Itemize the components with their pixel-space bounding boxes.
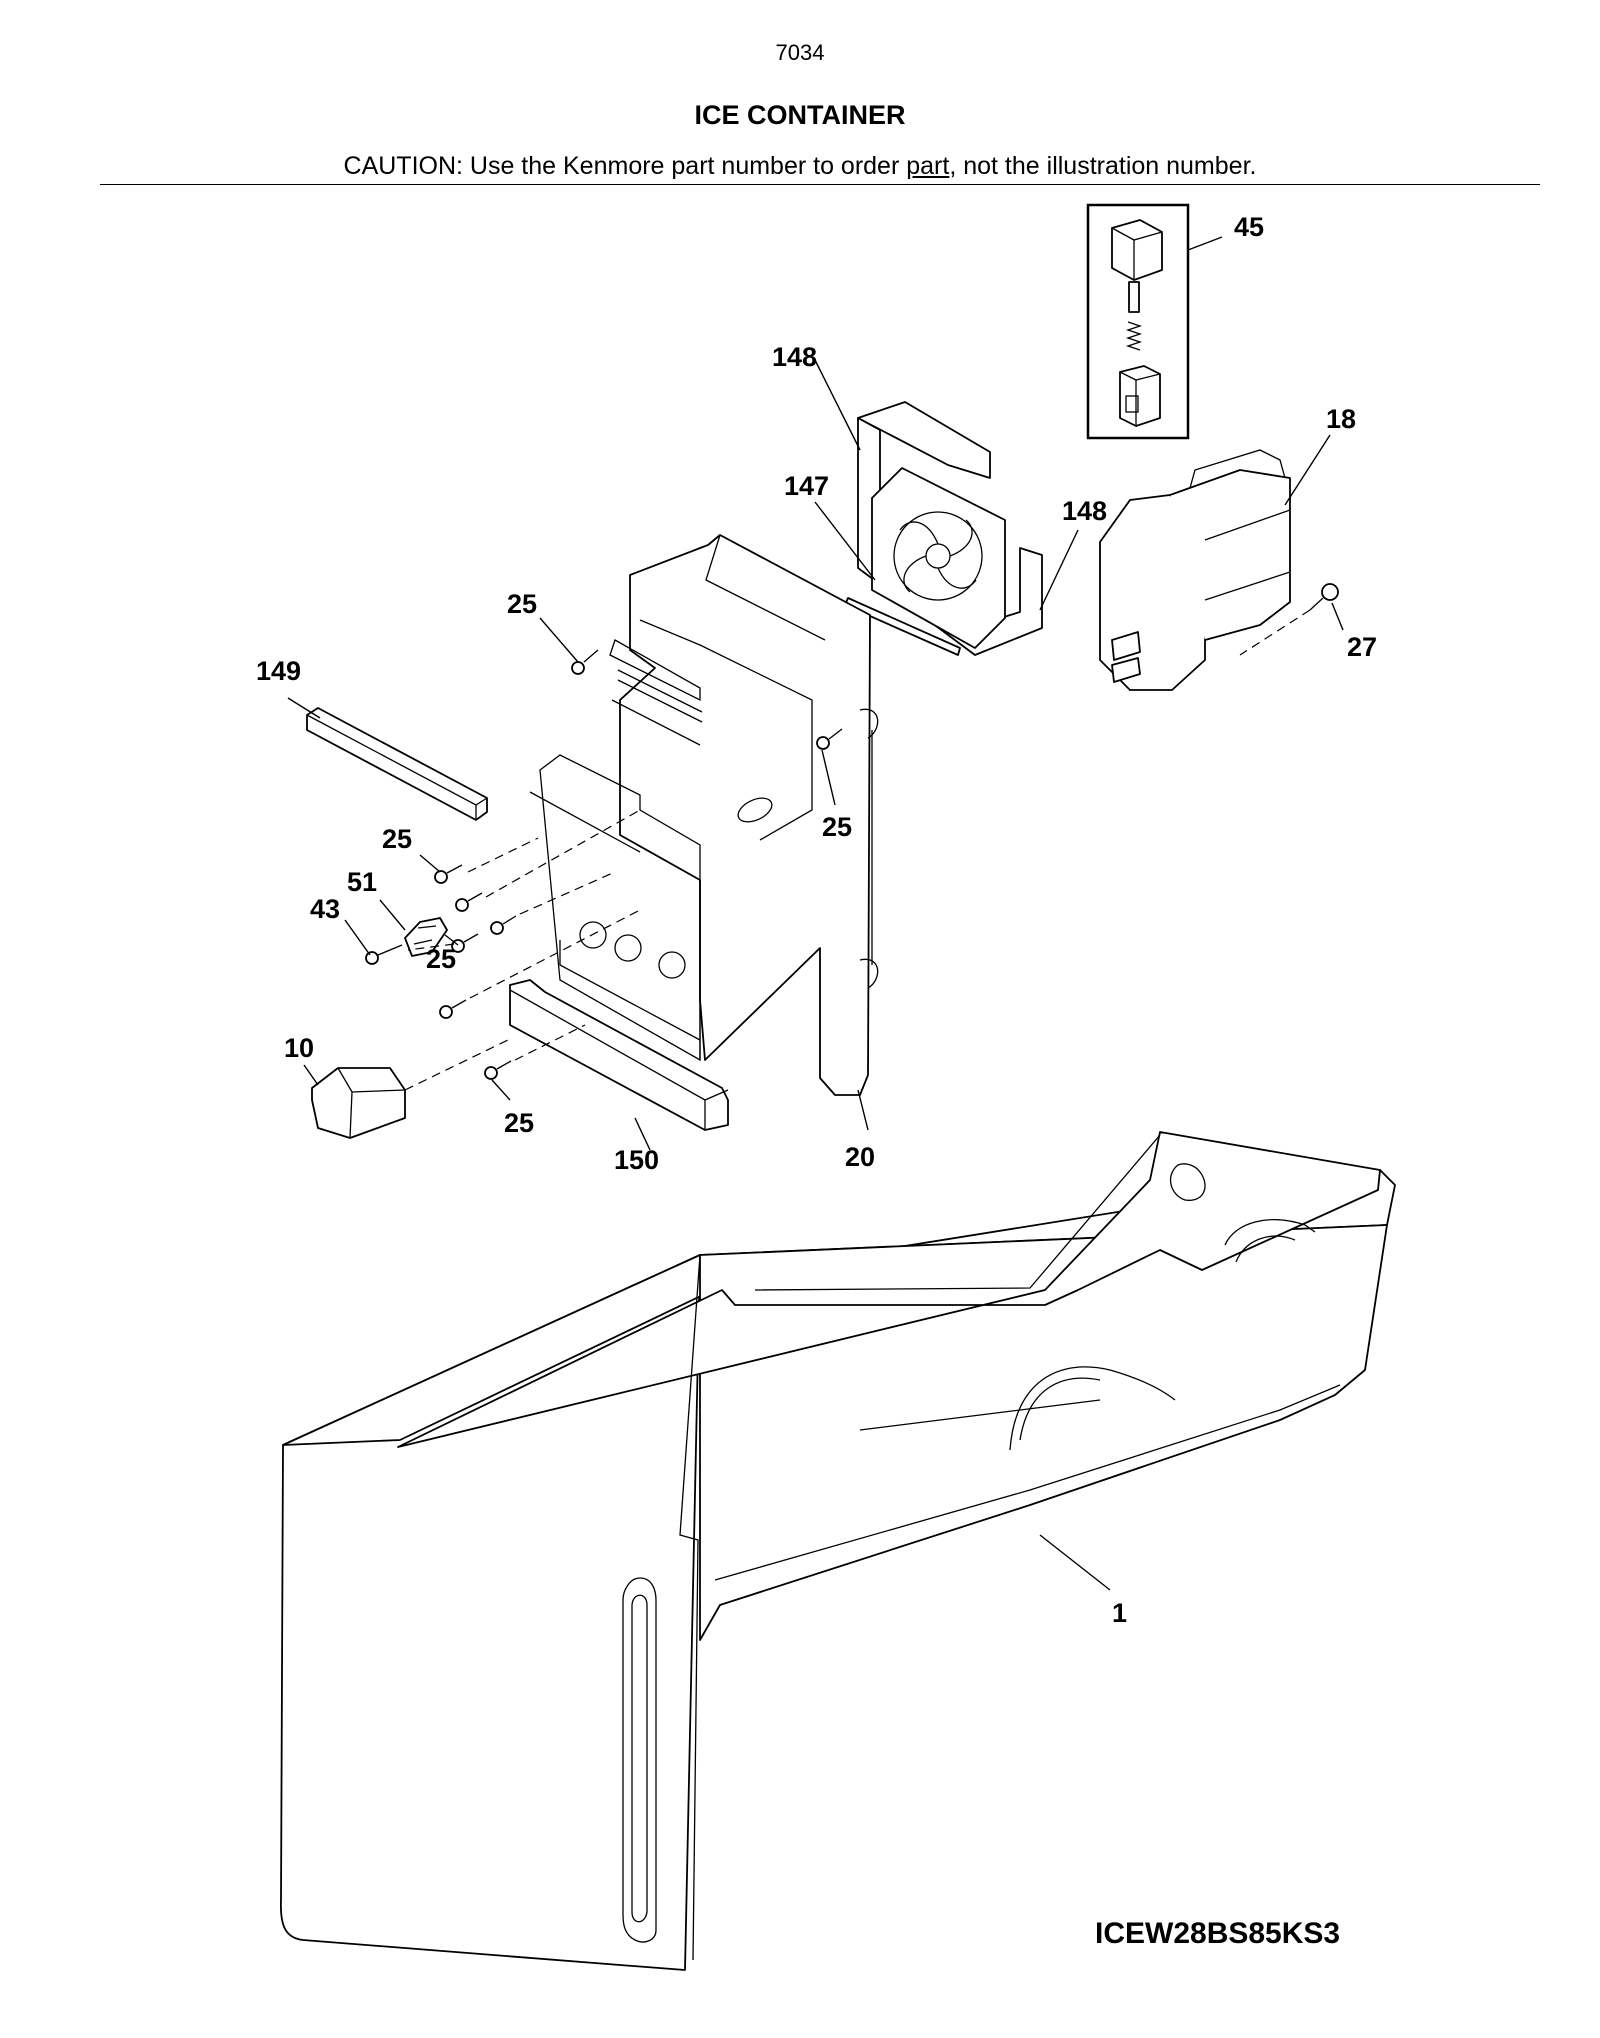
header-divider (100, 184, 1540, 185)
part-43-screw[interactable] (365, 944, 403, 965)
callout-25-right: 25 (822, 812, 852, 842)
section-title: ICE CONTAINER (694, 100, 906, 130)
part-18-auger-motor[interactable] (1099, 449, 1291, 691)
callout-27: 27 (1347, 632, 1377, 662)
callout-148-right: 148 (1062, 496, 1107, 526)
leader-lines (287, 236, 1344, 1591)
part-45-solenoid-assembly[interactable] (1086, 203, 1190, 440)
part-51-bracket[interactable] (404, 917, 448, 957)
part-25-screw-left-upper[interactable] (434, 864, 483, 912)
part-25-screw-top[interactable] (571, 649, 599, 675)
caution-text-suffix: , not the illustration number. (949, 152, 1257, 180)
callout-20: 20 (845, 1142, 875, 1172)
page-number: 7034 (775, 40, 825, 65)
caution-text-prefix: CAUTION: Use the Kenmore part number to … (343, 152, 907, 180)
callout-25-left: 25 (382, 824, 412, 854)
callout-150: 150 (614, 1145, 659, 1175)
model-number: ICEW28BS85KS3 (1095, 1917, 1341, 1950)
callout-147: 147 (784, 471, 829, 501)
part-10-flap-block[interactable] (311, 1067, 406, 1139)
assembly-lines (404, 609, 1311, 1091)
callout-25-mid: 25 (426, 944, 456, 974)
callout-148-top: 148 (772, 342, 817, 372)
callout-45: 45 (1234, 212, 1264, 242)
part-20-ice-crusher-housing[interactable] (529, 534, 879, 1096)
part-25-screw-left-mid[interactable] (439, 915, 517, 1019)
part-149-foam-strip[interactable] (306, 707, 488, 821)
part-25-screw-right[interactable] (816, 728, 843, 750)
callout-149: 149 (256, 656, 301, 686)
callout-51: 51 (347, 867, 377, 897)
part-1-ice-container[interactable] (280, 1131, 1396, 1971)
caution-part-link[interactable]: part (906, 152, 950, 180)
part-150-front-strip[interactable] (509, 979, 729, 1131)
callout-labels: 45 148 18 147 148 25 27 149 25 25 51 43 … (256, 212, 1377, 1628)
callout-43: 43 (310, 894, 340, 924)
callout-10: 10 (284, 1033, 314, 1063)
callout-18: 18 (1326, 404, 1356, 434)
caution-note: CAUTION: Use the Kenmore part number to … (0, 152, 1600, 181)
part-147-fan[interactable] (871, 467, 1006, 649)
part-27-screw[interactable] (1309, 583, 1339, 611)
callout-25-top: 25 (507, 589, 537, 619)
callout-1: 1 (1112, 1598, 1127, 1628)
callout-25-bottom: 25 (504, 1108, 534, 1138)
part-148-fan-bracket[interactable] (844, 597, 961, 656)
part-25-screw-bottom[interactable] (484, 1060, 512, 1080)
